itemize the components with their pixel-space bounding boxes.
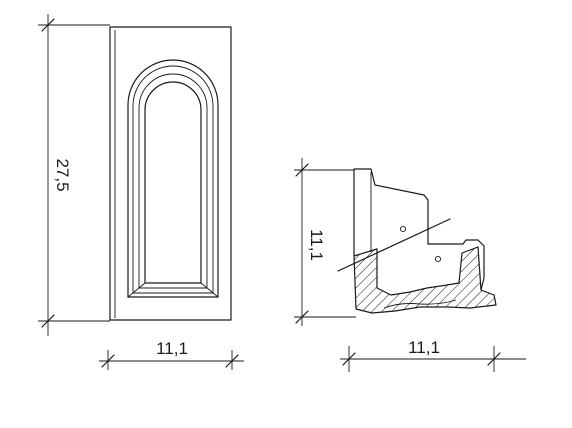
front-width-label: 11,1 (156, 339, 188, 358)
section-view-profile (337, 168, 497, 314)
front-height-dimension: 27,5 (38, 14, 110, 336)
section-height-label: 11,1 (307, 229, 326, 261)
front-view-panel (109, 26, 232, 321)
section-width-dimension: 11,1 (340, 338, 526, 372)
front-height-label: 27,5 (53, 158, 72, 191)
section-width-label: 11,1 (408, 338, 440, 357)
section-height-dimension: 11,1 (294, 158, 356, 326)
front-width-dimension: 11,1 (99, 339, 244, 370)
